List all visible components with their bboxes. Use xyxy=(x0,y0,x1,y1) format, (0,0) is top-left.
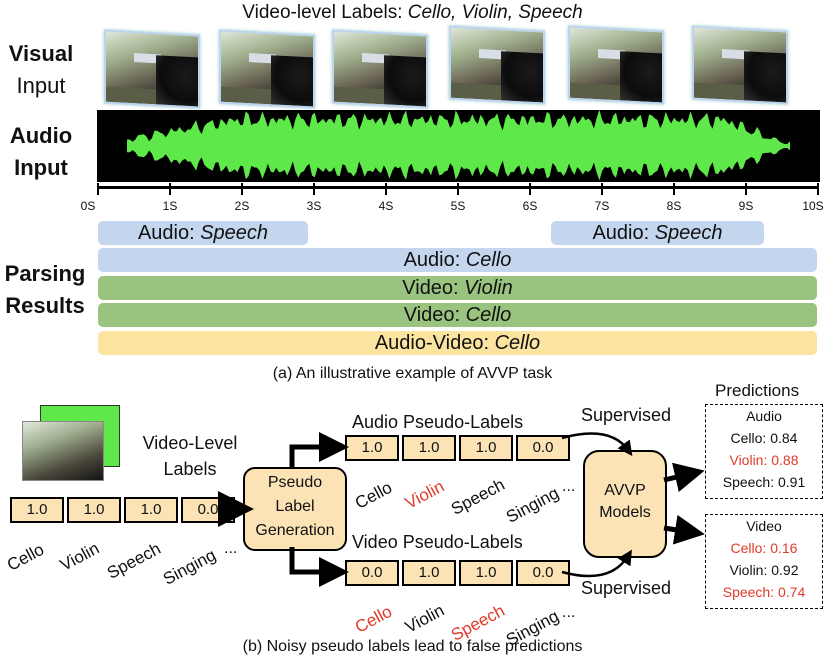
timeline-tick-label: 1S xyxy=(162,199,178,213)
audio-pseudo-cells: 1.0 1.0 1.0 0.0 xyxy=(345,435,573,461)
audio-pseudo-labels-title: Audio Pseudo-Labels xyxy=(352,412,524,432)
label-cell: 1.0 xyxy=(459,560,513,586)
timeline-tick-label: 2S xyxy=(234,199,250,213)
timeline-tick xyxy=(241,183,243,195)
timeline-tick xyxy=(601,183,603,195)
audio-waveform xyxy=(97,110,820,182)
pred-row: Speech: 0.91 xyxy=(722,474,806,490)
timeline-tick-label: 8S xyxy=(666,199,682,213)
title-labels: Cello, Violin, Speech xyxy=(407,2,583,23)
pred-row: Cello: 0.84 xyxy=(730,430,798,446)
bar-audio-video-cello: Audio-Video: Cello xyxy=(98,331,817,355)
timeline-tick-label: 10S xyxy=(802,199,824,213)
video-labels-title: Video-level Labels: Cello, Violin, Speec… xyxy=(0,2,825,24)
timeline-tick xyxy=(745,183,747,195)
arrow-gen-to-video xyxy=(289,547,349,587)
arrow-to-video-pred xyxy=(663,514,705,545)
timeline-tick xyxy=(817,183,819,195)
pred-row-wrong: Speech: 0.74 xyxy=(722,584,806,600)
timeline-tick xyxy=(529,183,531,195)
label-cell: 0.0 xyxy=(516,435,570,461)
arrow-audio-supervised xyxy=(561,432,633,457)
label-cell: 1.0 xyxy=(402,560,456,586)
arrow-gen-to-audio xyxy=(289,432,349,467)
timeline-tick-label: 7S xyxy=(594,199,610,213)
audio-predictions-box: Audio Cello: 0.84 Violin: 0.88 Speech: 0… xyxy=(705,404,823,499)
ellipsis: ... xyxy=(224,540,238,557)
bar-audio-speech-1: Audio: Speech xyxy=(98,221,308,245)
label-cell: 1.0 xyxy=(10,497,64,523)
pred-title: Video xyxy=(746,518,782,534)
bar-video-violin: Video: Violin xyxy=(98,276,817,300)
timeline-tick-label: 0S xyxy=(80,199,96,213)
video-pseudo-cells: 0.0 1.0 1.0 0.0 xyxy=(345,560,573,586)
label-cell: 1.0 xyxy=(402,435,456,461)
video-level-labels-text: Video-Level Labels xyxy=(142,433,238,479)
label-cell: 1.0 xyxy=(345,435,399,461)
timeline-tick-label: 5S xyxy=(450,199,466,213)
predictions-title: Predictions xyxy=(715,381,800,400)
timeline-tick xyxy=(673,183,675,195)
video-predictions-box: Video Cello: 0.16 Violin: 0.92 Speech: 0… xyxy=(705,514,823,609)
pred-row-wrong: Violin: 0.88 xyxy=(729,452,799,468)
parsing-results-label: Parsing Results xyxy=(4,261,86,318)
visual-input-label: Visual Input xyxy=(8,41,74,98)
bar-audio-speech-2: Audio: Speech xyxy=(551,221,764,245)
pred-row-wrong: Cello: 0.16 xyxy=(730,540,798,556)
timeline-tick xyxy=(169,183,171,195)
label-cell: 1.0 xyxy=(67,497,121,523)
caption-a: (a) An illustrative example of AVVP task xyxy=(272,365,553,382)
label-cell: 0.0 xyxy=(345,560,399,586)
ellipsis: ... xyxy=(562,604,576,621)
video-pseudo-labels-title: Video Pseudo-Labels xyxy=(352,532,523,552)
arrow-to-audio-pred xyxy=(663,462,705,492)
bar-video-cello: Video: Cello xyxy=(98,303,817,327)
pred-row: Violin: 0.92 xyxy=(729,562,799,578)
ellipsis: ... xyxy=(562,478,576,495)
timeline-tick xyxy=(385,183,387,195)
title-prefix: Video-level Labels: xyxy=(242,2,408,23)
label-cell: 0.0 xyxy=(516,560,570,586)
pred-title: Audio xyxy=(746,408,782,424)
timeline-tick-label: 3S xyxy=(306,199,322,213)
label-cell: 1.0 xyxy=(124,497,178,523)
timeline-tick-label: 6S xyxy=(522,199,538,213)
timeline-tick xyxy=(97,183,99,195)
timeline-tick xyxy=(313,183,315,195)
supervised-top-label: Supervised xyxy=(581,405,672,425)
arrow-video-supervised xyxy=(561,549,632,578)
caption-b: (b) Noisy pseudo labels lead to false pr… xyxy=(242,638,583,655)
timeline-tick xyxy=(457,183,459,195)
label-cell: 1.0 xyxy=(459,435,513,461)
audio-input-label: Audio Input xyxy=(9,123,73,180)
supervised-bottom-label: Supervised xyxy=(581,578,672,598)
bar-audio-cello: Audio: Cello xyxy=(98,248,817,272)
timeline-tick-label: 4S xyxy=(378,199,394,213)
timeline-tick-label: 9S xyxy=(738,199,754,213)
